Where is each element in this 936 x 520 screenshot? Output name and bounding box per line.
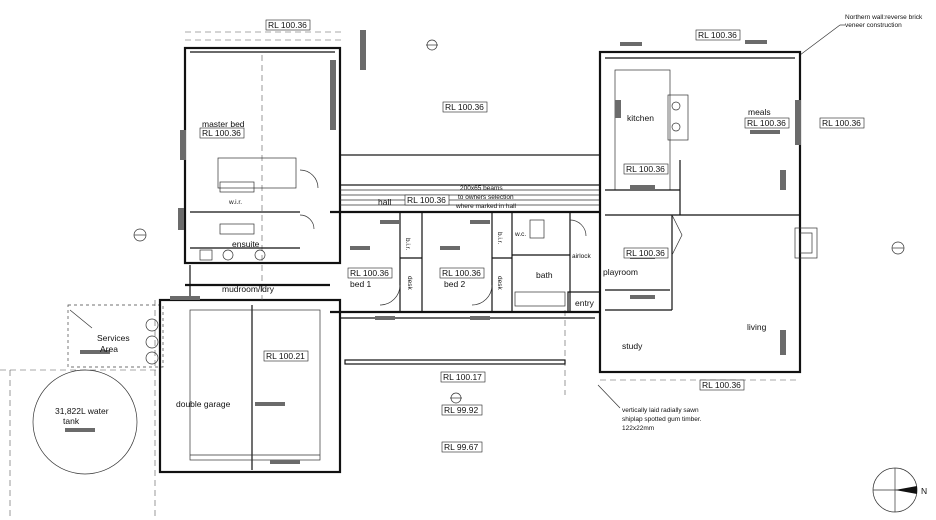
room-label-services-area: Area: [100, 344, 118, 354]
note-timber-3: 122x22mm: [622, 425, 654, 432]
living-wing-walls: [567, 50, 818, 374]
rl-center-top: RL 100.36: [445, 102, 484, 112]
rl-outside: RL 100.17: [443, 372, 482, 382]
room-label-bed2: bed 2: [444, 279, 466, 289]
room-label-garage: double garage: [176, 399, 231, 409]
room-label-playroom: playroom: [603, 267, 638, 277]
rl-hall: RL 100.36: [407, 195, 446, 205]
north-label: N: [921, 486, 927, 496]
room-label-ensuite: ensuite: [232, 239, 260, 249]
note-beams-2: to owners selection: [458, 194, 514, 201]
room-label-hall: hall: [378, 197, 391, 207]
room-label-kitchen: kitchen: [627, 113, 654, 123]
room-label-mudroom: mudroom/ldry: [222, 284, 275, 294]
rl-bed2: RL 100.36: [442, 268, 481, 278]
room-label-wc: w.c.: [514, 231, 526, 238]
room-label-bed1: bed 1: [350, 279, 372, 289]
rl-front-2: RL 99.67: [444, 442, 478, 452]
note-beams-1: 200x65 beams: [460, 185, 503, 192]
room-label-desk1: desk: [406, 276, 413, 290]
rl-bed1: RL 100.36: [350, 268, 389, 278]
garage-walls: [158, 298, 342, 474]
rl-level-tags: RL 100.36 RL 100.36 RL 100.36 RL 100.36 …: [199, 19, 865, 453]
rl-garage: RL 100.21: [266, 351, 305, 361]
room-label-desk2: desk: [496, 276, 503, 290]
room-label-airlock: airlock: [572, 253, 592, 260]
rl-right: RL 100.36: [822, 118, 861, 128]
rl-kitchen: RL 100.36: [626, 164, 665, 174]
annotation-notes: 200x65 beams to owners selection where m…: [455, 14, 923, 432]
note-timber-2: shiplap spotted gum timber.: [622, 416, 702, 423]
room-label-services: Services: [97, 333, 130, 343]
section-markers: [133, 39, 905, 404]
tank-label-2: tank: [63, 416, 80, 426]
room-label-bir2: b.i.r.: [496, 232, 503, 244]
rl-master: RL 100.36: [202, 128, 241, 138]
north-arrow: N: [872, 467, 927, 513]
room-label-master-bed: master bed: [202, 119, 245, 129]
bedroom-wing-walls: [330, 154, 601, 365]
rl-front-1: RL 99.92: [444, 405, 478, 415]
rl-bottom-right: RL 100.36: [702, 380, 741, 390]
services-area: [67, 304, 164, 368]
room-label-entry: entry: [575, 298, 595, 308]
water-tank: [32, 369, 138, 475]
rl-playroom: RL 100.36: [626, 248, 665, 258]
room-label-bath: bath: [536, 270, 553, 280]
rl-meals: RL 100.36: [747, 118, 786, 128]
note-north-wall-2: veneer construction: [845, 22, 902, 29]
rl-top: RL 100.36: [268, 20, 307, 30]
room-label-study: study: [622, 341, 643, 351]
rl-kitchen-top: RL 100.36: [698, 30, 737, 40]
note-north-wall-1: Northern wall:reverse brick: [845, 14, 923, 21]
tank-label-1: 31,822L water: [55, 406, 109, 416]
room-label-wir: w.i.r.: [228, 199, 242, 206]
room-label-living: living: [747, 322, 767, 332]
note-timber-1: vertically laid radially sawn: [622, 407, 699, 414]
wall-hatch-marks: [65, 30, 801, 464]
room-label-bir1: b.i.r.: [404, 238, 411, 250]
master-wing-walls: [183, 46, 342, 300]
room-label-meals: meals: [748, 107, 771, 117]
note-beams-3: where marked in hall: [455, 203, 517, 210]
